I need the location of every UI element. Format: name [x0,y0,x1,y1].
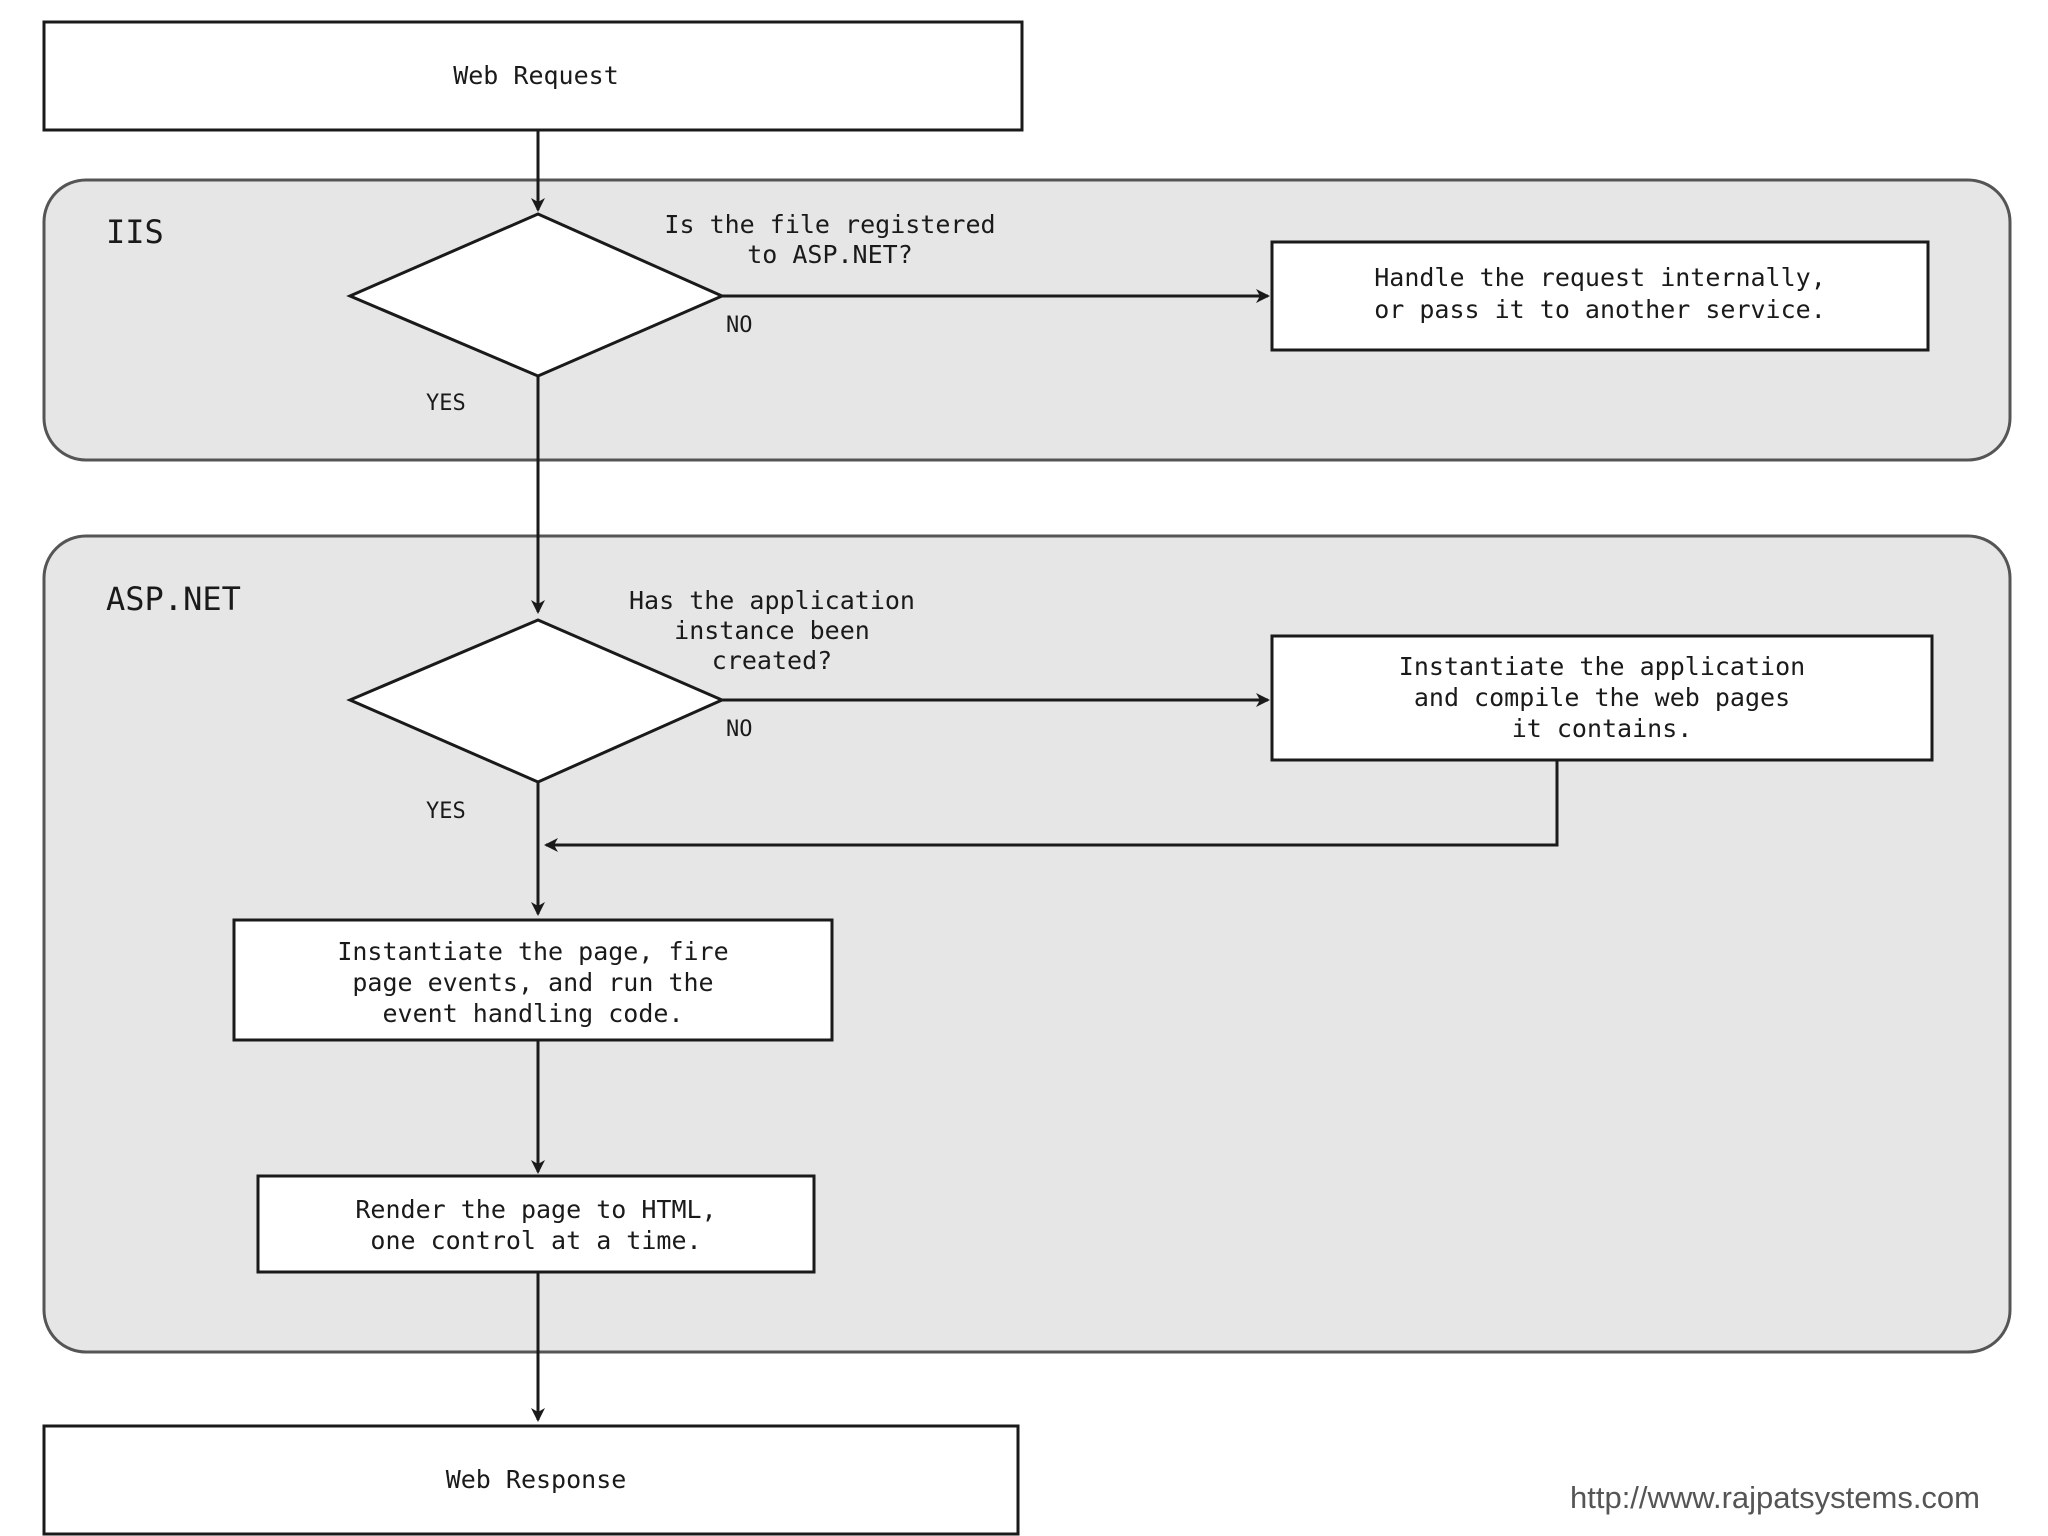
app-decision-diamond [346,618,726,784]
instantiate-app-box [1270,634,1934,762]
instantiate-app-line-3: it contains. [1512,714,1693,743]
render-page-line-2: one control at a time. [370,1226,701,1255]
iis-question-line-2: to ASP.NET? [747,240,913,269]
instantiate-page-line-1: Instantiate the page, fire [337,937,728,966]
render-page-line-1: Render the page to HTML, [355,1195,716,1224]
handle-request-line-1: Handle the request internally, [1374,263,1826,292]
render-page-box [256,1174,816,1274]
web-request-box [42,20,1024,132]
iis-decision-diamond [346,212,726,378]
handle-request-box [1270,240,1930,352]
instantiate-app-line-2: and compile the web pages [1414,683,1790,712]
app-question-line-1: Has the application [629,586,915,615]
instantiate-app-line-1: Instantiate the application [1399,652,1805,681]
iis-yes-label: YES [426,391,466,416]
footer-url[interactable]: http://www.rajpatsystems.com [1569,1480,1980,1515]
app-yes-label: YES [426,799,466,824]
handle-request-line-2: or pass it to another service. [1374,295,1826,324]
iis-no-label: NO [726,313,753,338]
iis-question-line-1: Is the file registered [664,210,995,239]
instantiate-page-line-2: page events, and run the [352,968,713,997]
connector-app-return [544,760,1559,852]
iis-group-title: IIS [106,213,164,251]
app-question-line-2: instance been [674,616,870,645]
instantiate-page-box [232,918,834,1042]
app-no-label: NO [726,717,753,742]
app-question-line-3: created? [712,646,832,675]
aspnet-group-title: ASP.NET [106,580,241,618]
web-request-label: Web Request [453,61,619,90]
web-response-label: Web Response [446,1465,627,1494]
web-response-box [42,1424,1020,1536]
instantiate-page-line-3: event handling code. [382,999,683,1028]
